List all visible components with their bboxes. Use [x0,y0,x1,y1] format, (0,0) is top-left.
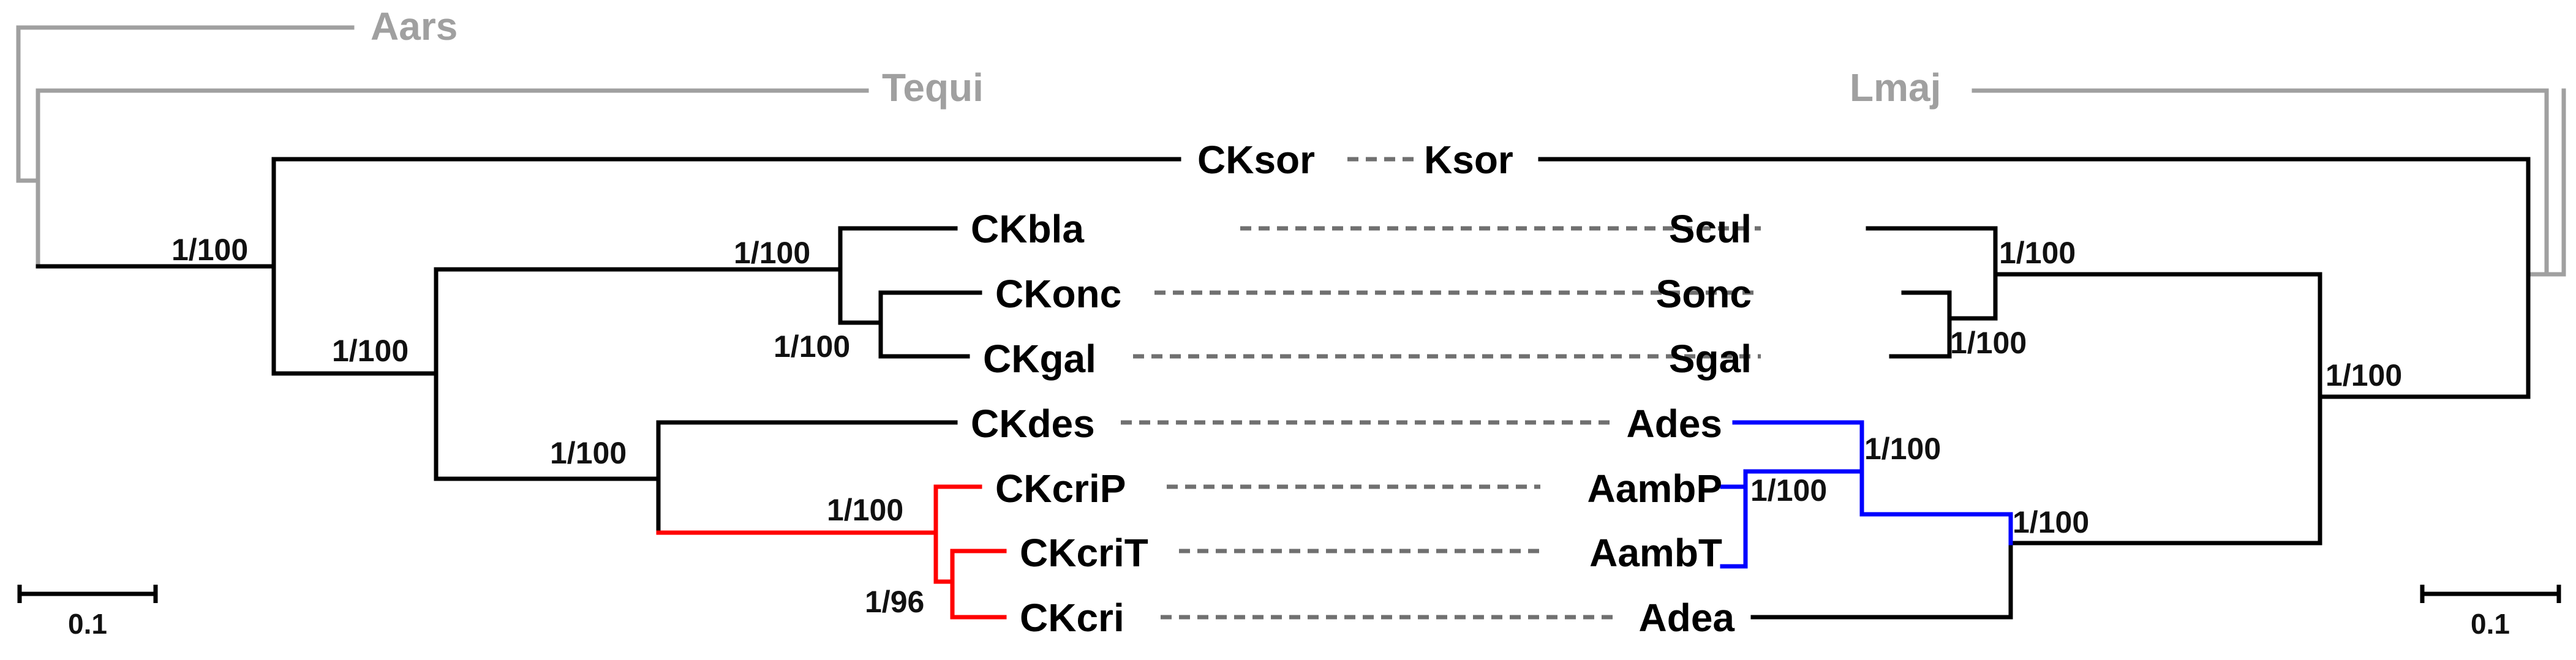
left-taxon-label: CKcriT [1020,531,1148,575]
left-support-value: 1/100 [332,334,409,368]
right-outgroup-label-lmaj: Lmaj [1850,66,1941,110]
left-support-value: 1/100 [827,493,903,527]
left-support-value: 1/100 [171,233,248,267]
right-support-value: 1/100 [1950,326,2027,360]
left-outgroup-label-aars: Aars [371,4,458,48]
left-scale-label: 0.1 [68,608,107,640]
right-taxon-label: Scul [1669,207,1752,251]
right-taxon-label: Sgal [1669,337,1752,381]
left-support-value: 1/100 [774,329,850,364]
left-taxon-label: CKdes [971,402,1095,446]
left-outgroup-branch-aars [16,25,355,183]
right-taxon-label: AambT [1589,531,1722,575]
right-scale-label: 0.1 [2471,608,2510,640]
left-taxon-label: CKgal [983,337,1096,381]
left-support-value: 1/100 [550,436,627,470]
left-taxon-label: CKonc [995,272,1121,316]
left-outgroup-branch-tequi [36,88,869,269]
left-taxon-label: CKcri [1020,596,1124,640]
right-outgroup-branch-lmaj [1972,88,2549,277]
right-taxon-label: Sonc [1656,272,1752,316]
right-support-value: 1/100 [1999,236,2076,270]
association-links [1121,157,1761,620]
left-scale-bar: 0.1 [17,585,158,640]
left-outgroup-label-tequi: Tequi [882,66,984,110]
left-support-value: 1/96 [865,585,924,619]
left-support-value: 1/100 [734,236,810,270]
right-scale-bar: 0.1 [2420,585,2561,640]
left-taxon-label: CKbla [971,207,1084,251]
right-support-value: 1/100 [2013,505,2089,539]
tree-branches [16,25,2566,620]
right-taxon-label: AambP [1587,467,1723,511]
left-taxon-label: CKsor [1197,138,1315,182]
right-taxon-label: Ksor [1424,138,1513,182]
right-support-value: 1/100 [2326,358,2402,392]
right-taxon-label: Adea [1639,596,1735,640]
right-support-value: 1/100 [1750,473,1827,508]
right-support-value: 1/100 [1864,432,1941,466]
right-taxon-label: Ades [1627,402,1723,446]
left-taxon-label: CKcriP [995,467,1126,511]
